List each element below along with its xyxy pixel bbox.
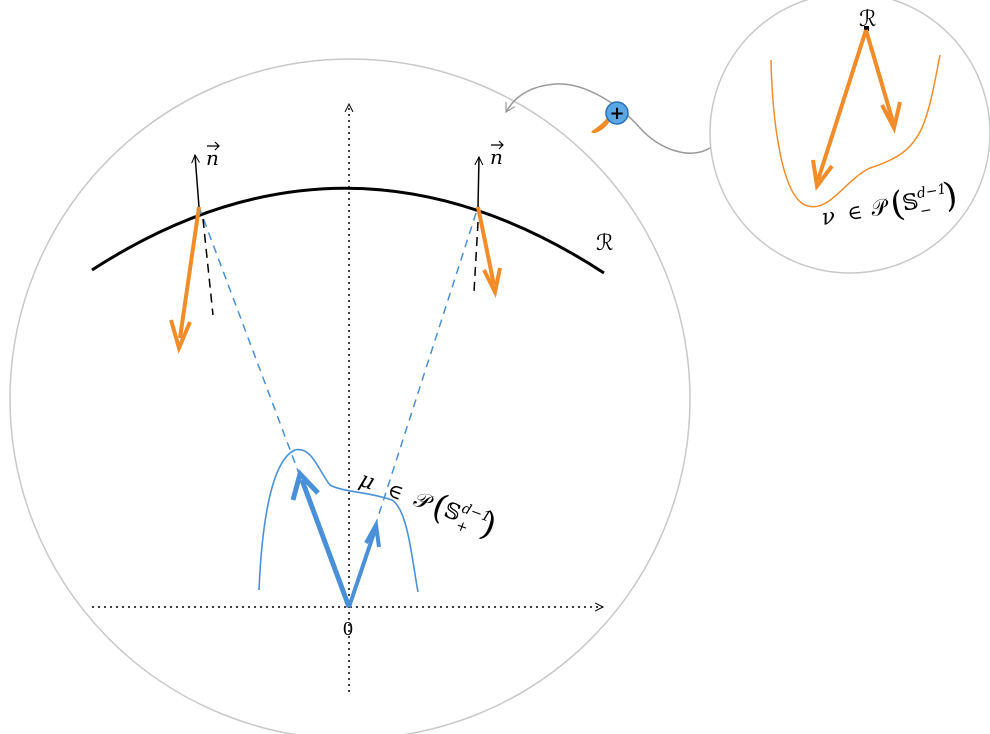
boundary-arc xyxy=(91,186,605,275)
mu-density-curve xyxy=(258,448,419,593)
reflection-dash-left xyxy=(202,218,214,316)
svg-text:+: + xyxy=(609,103,624,124)
nu-vector-small xyxy=(864,29,902,134)
orange-tail-icon xyxy=(591,118,610,134)
mu-vector-large xyxy=(290,469,352,608)
svg-text:𝕊: 𝕊 xyxy=(900,189,920,216)
main-circle xyxy=(9,58,691,734)
boundary-label: ℛ xyxy=(596,231,614,256)
normal-label-right: n xyxy=(490,140,504,169)
svg-text:−: − xyxy=(919,202,933,220)
mu-label: μ ∈ 𝒫 ( 𝕊 d−1 + ) xyxy=(356,467,502,546)
normal-vector-left xyxy=(195,155,199,208)
svg-text:n: n xyxy=(490,145,503,169)
zoom-connector xyxy=(505,83,711,154)
reflected-vector-right xyxy=(476,206,502,299)
charge-particle: + xyxy=(591,101,629,134)
svg-text:d−1: d−1 xyxy=(916,181,948,202)
normal-label-left: n xyxy=(206,141,220,170)
svg-text:n: n xyxy=(206,146,219,170)
inset-source-point xyxy=(864,26,869,31)
inset-boundary-label: ℛ xyxy=(859,7,877,32)
inset-circle xyxy=(709,0,990,274)
reflected-vector-left xyxy=(169,206,201,354)
normal-vector-right xyxy=(478,157,479,208)
mu-vector-small xyxy=(347,518,381,608)
svg-text:∈: ∈ xyxy=(384,477,406,505)
svg-text:ν: ν xyxy=(820,204,838,231)
svg-text:+: + xyxy=(454,517,470,536)
origin-label: 0 xyxy=(343,618,353,640)
positive-charge-icon xyxy=(605,101,629,125)
reflection-dash-right xyxy=(473,221,479,293)
svg-text:): ) xyxy=(940,175,960,217)
nu-label: ν ∈ 𝒫 ( 𝕊 d−1 − ) xyxy=(820,175,961,231)
svg-text:μ: μ xyxy=(356,467,378,495)
nu-vector-large xyxy=(811,29,868,192)
svg-text:∈: ∈ xyxy=(845,199,864,225)
nu-density-curve xyxy=(770,54,941,208)
